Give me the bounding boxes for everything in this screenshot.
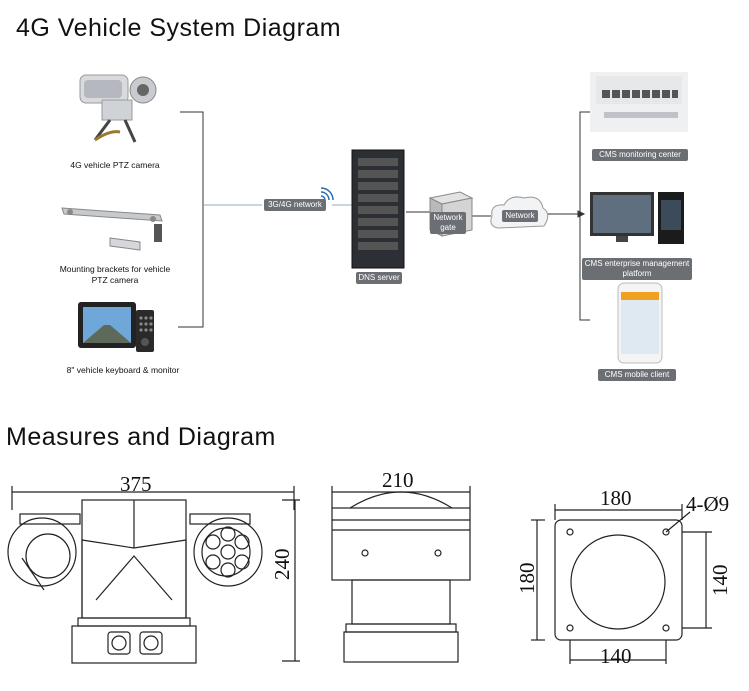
monitor-illustration: [78, 302, 154, 352]
dim-height: 240: [270, 548, 294, 581]
mounting-bracket-illustration: [61, 207, 163, 251]
network-gate-label: Network gate: [430, 212, 466, 234]
dns-server-illustration: [351, 149, 405, 269]
dim-base-width: 180: [600, 486, 632, 510]
measures-title: Measures and Diagram: [6, 423, 276, 451]
dim-hole-spacing-y: 140: [708, 564, 732, 597]
enterprise-platform-illustration: [590, 192, 684, 244]
monitoring-center-label: CMS monitoring center: [592, 149, 688, 161]
measurement-drawings: [7, 486, 712, 664]
dim-holes: 4-Ø9: [686, 492, 730, 516]
dim-side-width: 210: [382, 468, 414, 492]
system-diagram-title: 4G Vehicle System Diagram: [16, 14, 342, 42]
caption-monitor: 8" vehicle keyboard & monitor: [66, 365, 180, 375]
dim-base-height: 180: [515, 562, 539, 595]
dns-server-label: DNS server: [356, 272, 402, 284]
network-link-label: 3G/4G network: [264, 199, 326, 211]
dim-hole-spacing-x: 140: [600, 644, 632, 668]
monitoring-center-illustration: [590, 72, 688, 132]
caption-mounting-brackets: Mounting brackets for vehicle PTZ camera: [59, 264, 171, 285]
dim-front-width: 375: [120, 472, 152, 496]
ptz-camera-illustration: [79, 74, 157, 143]
mobile-client-illustration: [617, 282, 663, 364]
caption-ptz-camera: 4G vehicle PTZ camera: [70, 160, 160, 170]
enterprise-platform-label: CMS enterprise management platform: [582, 258, 692, 280]
mobile-client-label: CMS mobile client: [598, 369, 676, 381]
cloud-label: Network: [502, 210, 538, 222]
